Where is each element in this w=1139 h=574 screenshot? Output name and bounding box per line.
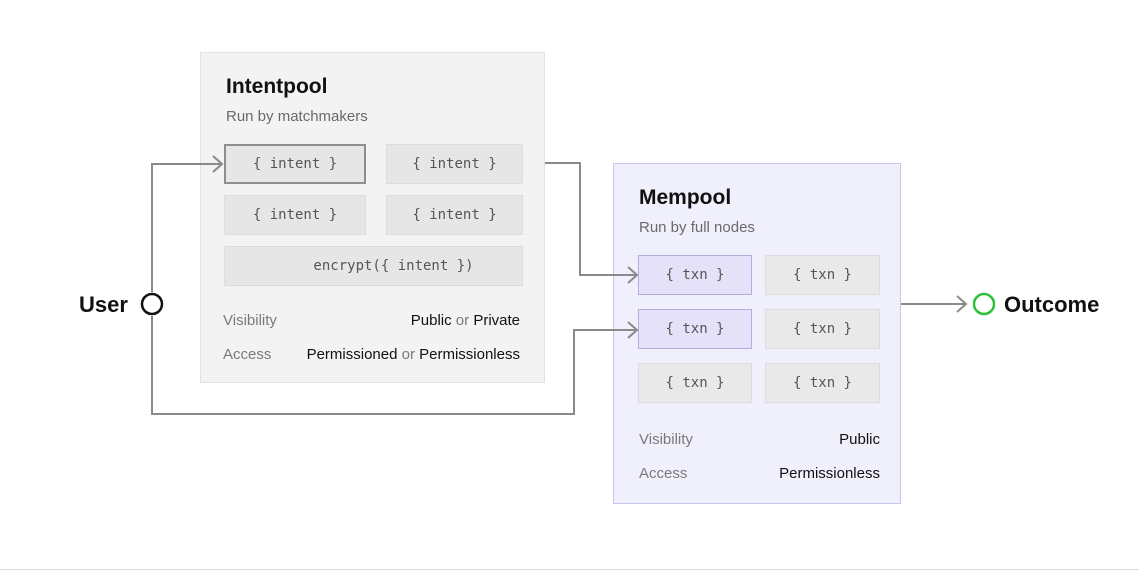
intent-to-txn-wire — [545, 162, 637, 276]
mempool-visibility-value: Public — [839, 431, 880, 448]
intent-chip-4[interactable]: { intent } — [386, 195, 523, 235]
intentpool-visibility-label: Visibility — [223, 312, 277, 329]
encrypted-intent-chip[interactable]: encrypt({ intent }) — [224, 246, 523, 286]
user-label: User — [79, 292, 128, 317]
txn-chip-5[interactable]: { txn } — [638, 363, 752, 403]
intentpool-visibility-value: Public or Private — [411, 312, 520, 329]
user-to-intent-arrowhead — [212, 155, 224, 173]
access-permissioned: Permissioned — [306, 346, 398, 363]
outcome-node-circle[interactable] — [972, 292, 996, 316]
intentpool-subtitle: Run by matchmakers — [226, 108, 368, 125]
intentpool-access-value: Permissioned or Permissionless — [307, 346, 520, 363]
txn-chip-2[interactable]: { txn } — [765, 255, 880, 295]
intentpool-panel: Intentpool Run by matchmakers { intent }… — [200, 52, 545, 383]
mempool-visibility-label: Visibility — [639, 431, 693, 448]
intent-to-txn-arrowhead — [627, 266, 639, 284]
mempool-access-label: Access — [639, 465, 688, 482]
mempool-access-value: Permissionless — [779, 465, 880, 482]
intent-chip-1[interactable]: { intent } — [224, 144, 366, 184]
intentpool-title: Intentpool — [226, 75, 328, 98]
txn-chip-3[interactable]: { txn } — [638, 309, 752, 349]
mempool-title: Mempool — [639, 186, 732, 209]
visibility-private: Private — [473, 312, 520, 329]
txn-chip-1[interactable]: { txn } — [638, 255, 752, 295]
user-to-txn-wire — [151, 316, 637, 415]
outcome-label: Outcome — [1004, 292, 1100, 317]
mempool-panel: Mempool Run by full nodes { txn } { txn … — [613, 163, 901, 504]
user-node-circle[interactable] — [140, 292, 164, 316]
visibility-or: or — [455, 312, 470, 329]
bottom-divider — [0, 569, 1139, 570]
visibility-public: Public — [410, 312, 452, 329]
access-permissionless: Permissionless — [419, 346, 520, 363]
intent-chip-2[interactable]: { intent } — [386, 144, 523, 184]
intent-chip-3[interactable]: { intent } — [224, 195, 366, 235]
txn-chip-4[interactable]: { txn } — [765, 309, 880, 349]
user-to-intent-wire — [151, 163, 222, 292]
mempool-to-outcome-arrowhead — [956, 295, 968, 313]
txn-chip-6[interactable]: { txn } — [765, 363, 880, 403]
access-or: or — [401, 346, 415, 363]
intentpool-access-label: Access — [223, 346, 272, 363]
user-to-txn-arrowhead — [627, 321, 639, 339]
mempool-subtitle: Run by full nodes — [639, 219, 755, 236]
